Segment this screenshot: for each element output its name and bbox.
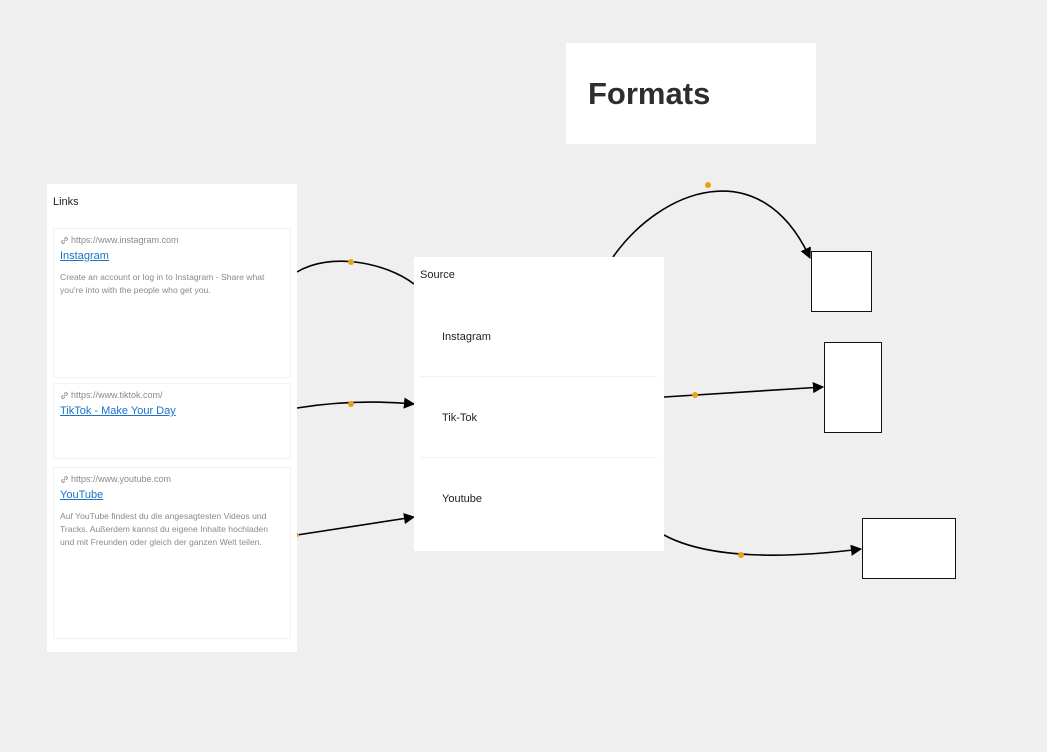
link-icon <box>61 236 68 244</box>
formats-title-card[interactable]: Formats <box>566 43 816 144</box>
source-item-label: Youtube <box>442 493 482 505</box>
link-description: Create an account or log in to Instagram… <box>60 272 265 295</box>
link-card-tiktok[interactable]: https://www.tiktok.com/ TikTok - Make Yo… <box>53 383 291 459</box>
format-box-2[interactable] <box>824 342 882 433</box>
link-card-youtube[interactable]: https://www.youtube.com YouTube Auf YouT… <box>53 467 291 639</box>
source-item-tiktok[interactable]: Tik-Tok <box>420 378 658 458</box>
format-box-3[interactable] <box>862 518 956 579</box>
link-card-instagram[interactable]: https://www.instagram.com Instagram Crea… <box>53 228 291 378</box>
connector-youtube-to-source[interactable] <box>296 512 416 536</box>
connector-source-to-format-2[interactable] <box>663 382 825 398</box>
links-frame-title: Links <box>53 196 79 208</box>
link-icon <box>61 391 68 399</box>
format-box-1[interactable] <box>811 251 872 312</box>
link-url: https://www.instagram.com <box>71 235 179 245</box>
source-item-label: Instagram <box>442 331 491 343</box>
source-item-youtube[interactable]: Youtube <box>420 459 658 539</box>
link-title-youtube[interactable]: YouTube <box>60 489 104 501</box>
connector-tiktok-to-source[interactable] <box>296 397 416 409</box>
formats-title: Formats <box>588 76 711 111</box>
link-url: https://www.youtube.com <box>71 474 172 484</box>
source-item-label: Tik-Tok <box>442 412 478 424</box>
connector-handle[interactable] <box>348 401 354 407</box>
link-description: Auf YouTube findest du die angesagtesten… <box>60 511 268 547</box>
source-item-instagram[interactable]: Instagram <box>420 297 658 377</box>
connector-handle[interactable] <box>348 259 354 265</box>
links-frame[interactable]: Links https://www.instagram.com Instagra… <box>47 184 297 652</box>
connector-handle[interactable] <box>738 552 744 558</box>
link-title-tiktok[interactable]: TikTok - Make Your Day <box>60 405 176 417</box>
source-frame-title: Source <box>420 269 455 281</box>
connector-instagram-to-source[interactable] <box>296 260 415 285</box>
connector-source-to-format-1[interactable] <box>612 190 811 260</box>
connector-handle[interactable] <box>705 182 711 188</box>
source-frame[interactable]: Source Instagram Tik-Tok Youtube <box>414 257 664 551</box>
connector-handle[interactable] <box>692 392 698 398</box>
link-title-instagram[interactable]: Instagram <box>60 250 109 262</box>
link-icon <box>61 475 68 483</box>
connector-source-to-format-3[interactable] <box>663 534 863 556</box>
link-url: https://www.tiktok.com/ <box>71 390 163 400</box>
